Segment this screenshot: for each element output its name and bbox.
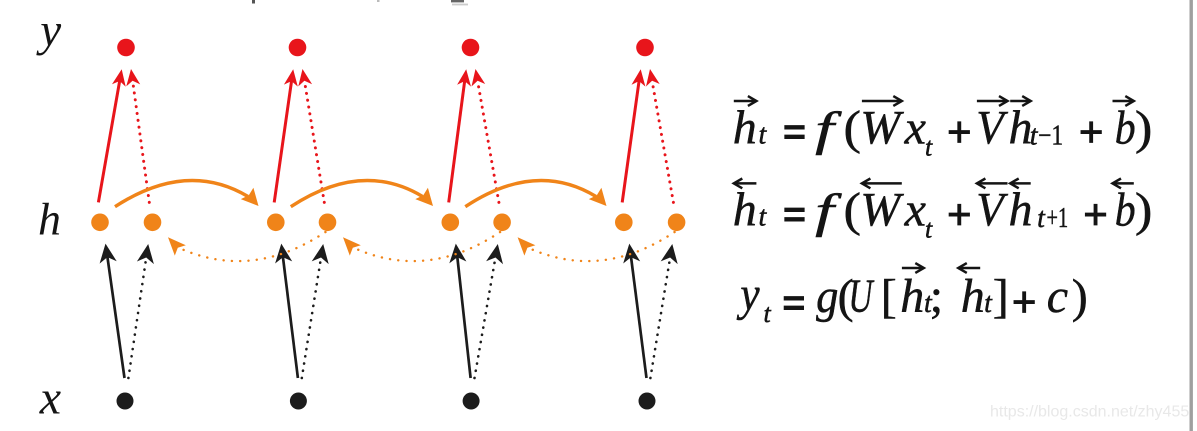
svg-text:h: h <box>1009 101 1033 154</box>
svg-text:V: V <box>976 101 1008 154</box>
svg-text:W: W <box>860 101 904 154</box>
svg-text:+: + <box>1079 108 1104 157</box>
svg-text:=: = <box>783 106 807 159</box>
svg-text:(: ( <box>844 184 862 237</box>
svg-text:h: h <box>38 193 61 244</box>
svg-text:(: ( <box>838 270 854 323</box>
svg-text:[: [ <box>881 270 897 323</box>
svg-text:): ) <box>1135 184 1153 237</box>
svg-text:t: t <box>1037 203 1046 234</box>
svg-text:=: = <box>782 277 806 330</box>
svg-text:=: = <box>783 188 807 241</box>
svg-text:t: t <box>924 288 933 319</box>
svg-text:f: f <box>815 103 842 156</box>
svg-text:): ) <box>1135 101 1153 154</box>
svg-text:(: ( <box>844 101 862 154</box>
svg-text:b: b <box>1115 184 1136 237</box>
svg-text:x: x <box>904 184 926 237</box>
svg-text:): ) <box>1072 270 1088 323</box>
svg-text:t: t <box>764 299 772 328</box>
svg-text:y: y <box>36 5 61 57</box>
svg-text:c: c <box>1047 270 1068 323</box>
svg-text:f: f <box>815 185 842 238</box>
svg-text:h: h <box>733 101 757 154</box>
svg-text:+: + <box>947 108 972 157</box>
svg-text:h: h <box>733 184 757 237</box>
svg-text:t: t <box>1030 121 1039 152</box>
svg-text:t: t <box>759 119 768 150</box>
svg-text:+1: +1 <box>1047 203 1069 234</box>
svg-text:+: + <box>1083 190 1108 239</box>
svg-text:y: y <box>736 268 760 321</box>
svg-text:h: h <box>961 270 985 323</box>
svg-text:h: h <box>1009 184 1033 237</box>
svg-text:x: x <box>904 101 926 154</box>
svg-text:t: t <box>759 202 768 233</box>
svg-text:b: b <box>1115 101 1136 154</box>
svg-text:+: + <box>947 190 972 239</box>
svg-text:x: x <box>39 371 61 424</box>
svg-text:;: ; <box>930 270 943 323</box>
svg-text:−1: −1 <box>1038 121 1063 152</box>
svg-text:U: U <box>848 270 875 323</box>
svg-text:W: W <box>860 184 904 237</box>
svg-text:https://blog.csdn.net/zhy455: https://blog.csdn.net/zhy455 <box>990 404 1189 421</box>
svg-text:t: t <box>925 215 933 244</box>
svg-text:+: + <box>1012 278 1037 327</box>
svg-text:t: t <box>925 132 933 161</box>
svg-text:]: ] <box>993 270 1009 323</box>
svg-text:g: g <box>816 270 838 323</box>
svg-text:V: V <box>976 184 1008 237</box>
svg-text:t: t <box>984 288 993 319</box>
svg-text:h: h <box>900 270 924 323</box>
